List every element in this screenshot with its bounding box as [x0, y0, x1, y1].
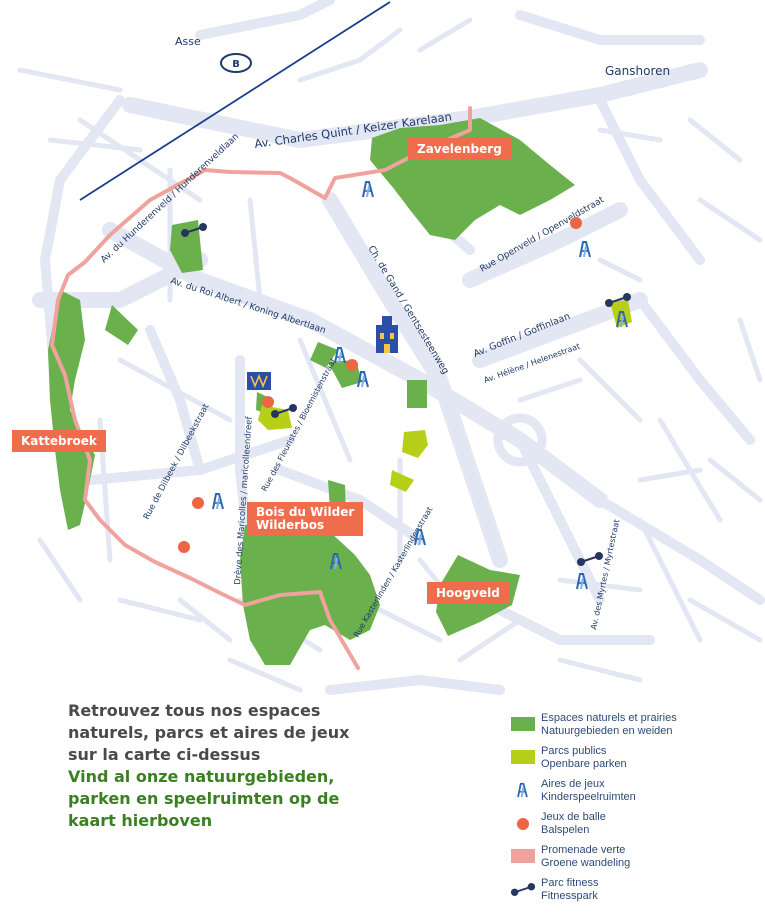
legend-label-nl: Openbare parken — [541, 758, 627, 770]
place-tag-bois-du-wilder[interactable]: Bois du Wilder Wilderbos — [247, 502, 364, 536]
legend-label-nl: Kinderspeelruimten — [541, 791, 636, 803]
intro-text: Retrouvez tous nos espaces naturels, par… — [68, 700, 368, 832]
sports-hall-icon[interactable] — [247, 372, 271, 390]
public-park-swatch — [511, 750, 535, 764]
place-name: Zavelenberg — [417, 142, 502, 156]
legend-label-fr: Jeux de balle — [541, 811, 606, 823]
ball-game-marker[interactable] — [570, 217, 582, 229]
place-name: Hoogveld — [436, 586, 500, 600]
ball-games — [178, 217, 582, 553]
place-tag-kattebroek[interactable]: Kattebroek — [12, 430, 106, 452]
intro-french: Retrouvez tous nos espaces naturels, par… — [68, 701, 350, 764]
legend-label-nl: Fitnesspark — [541, 890, 598, 902]
town-hall-icon[interactable] — [376, 316, 398, 353]
legend-label-nl: Groene wandeling — [541, 857, 631, 869]
legend-label-fr: Espaces naturels et prairies — [541, 712, 677, 724]
nature-area-gand — [407, 380, 427, 408]
legend-label-fr: Parcs publics — [541, 745, 607, 757]
nature-area-kattebroek — [48, 290, 95, 530]
playground-icon[interactable] — [579, 241, 591, 258]
legend-label-fr: Aires de jeux — [541, 778, 605, 790]
metro-stop-icon[interactable]: B — [220, 53, 252, 73]
legend-label-fr: Promenade verte — [541, 844, 626, 856]
ball-game-marker[interactable] — [178, 541, 190, 553]
park-central-2 — [390, 470, 414, 492]
ball-game-icon — [517, 818, 529, 830]
nature-area-hunderenveld — [170, 220, 203, 273]
park-central-1 — [402, 430, 428, 458]
legend-label-fr: Parc fitness — [541, 877, 599, 889]
fitness-park-icon — [510, 882, 536, 897]
road-network — [17, 0, 765, 695]
label-asse: Asse — [175, 35, 201, 48]
park-goffin — [610, 300, 632, 328]
ball-game-marker[interactable] — [192, 497, 204, 509]
place-tag-zavelenberg[interactable]: Zavelenberg — [408, 138, 511, 160]
railway-line — [79, 1, 391, 201]
playground-icon — [517, 782, 528, 798]
place-name: Wilderbos — [256, 518, 325, 532]
place-name: Bois du Wilder — [256, 505, 355, 519]
nature-area-swatch — [511, 717, 535, 731]
playground-icon[interactable] — [212, 493, 224, 510]
place-tag-hoogveld[interactable]: Hoogveld — [427, 582, 509, 604]
promenade-swatch — [511, 849, 535, 863]
playground-icon[interactable] — [362, 181, 374, 198]
legend-label-nl: Natuurgebieden en weiden — [541, 725, 673, 737]
label-roi-albert: Av. du Roi Albert / Koning Albertlaan — [169, 276, 327, 336]
legend-label-nl: Balspelen — [541, 824, 590, 836]
label-ganshoren: Ganshoren — [605, 64, 670, 78]
promenade-route — [50, 106, 472, 670]
nature-area-central — [310, 342, 338, 368]
label-myrtes: Av. des Myrtes / Myrtestraat — [589, 519, 621, 631]
ball-game-marker[interactable] — [346, 359, 358, 371]
place-name: Kattebroek — [21, 434, 97, 448]
nature-area-west — [105, 305, 138, 345]
nature-area-wilderbos — [240, 525, 380, 665]
metro-stop-label: B — [232, 59, 240, 70]
intro-dutch: Vind al onze natuurgebieden, parken en s… — [68, 767, 340, 830]
nature-area-zavelenberg — [370, 118, 575, 240]
ball-game-marker[interactable] — [262, 396, 274, 408]
district-map: Asse Ganshoren Av. Charles Quint / Keize… — [17, 0, 765, 695]
